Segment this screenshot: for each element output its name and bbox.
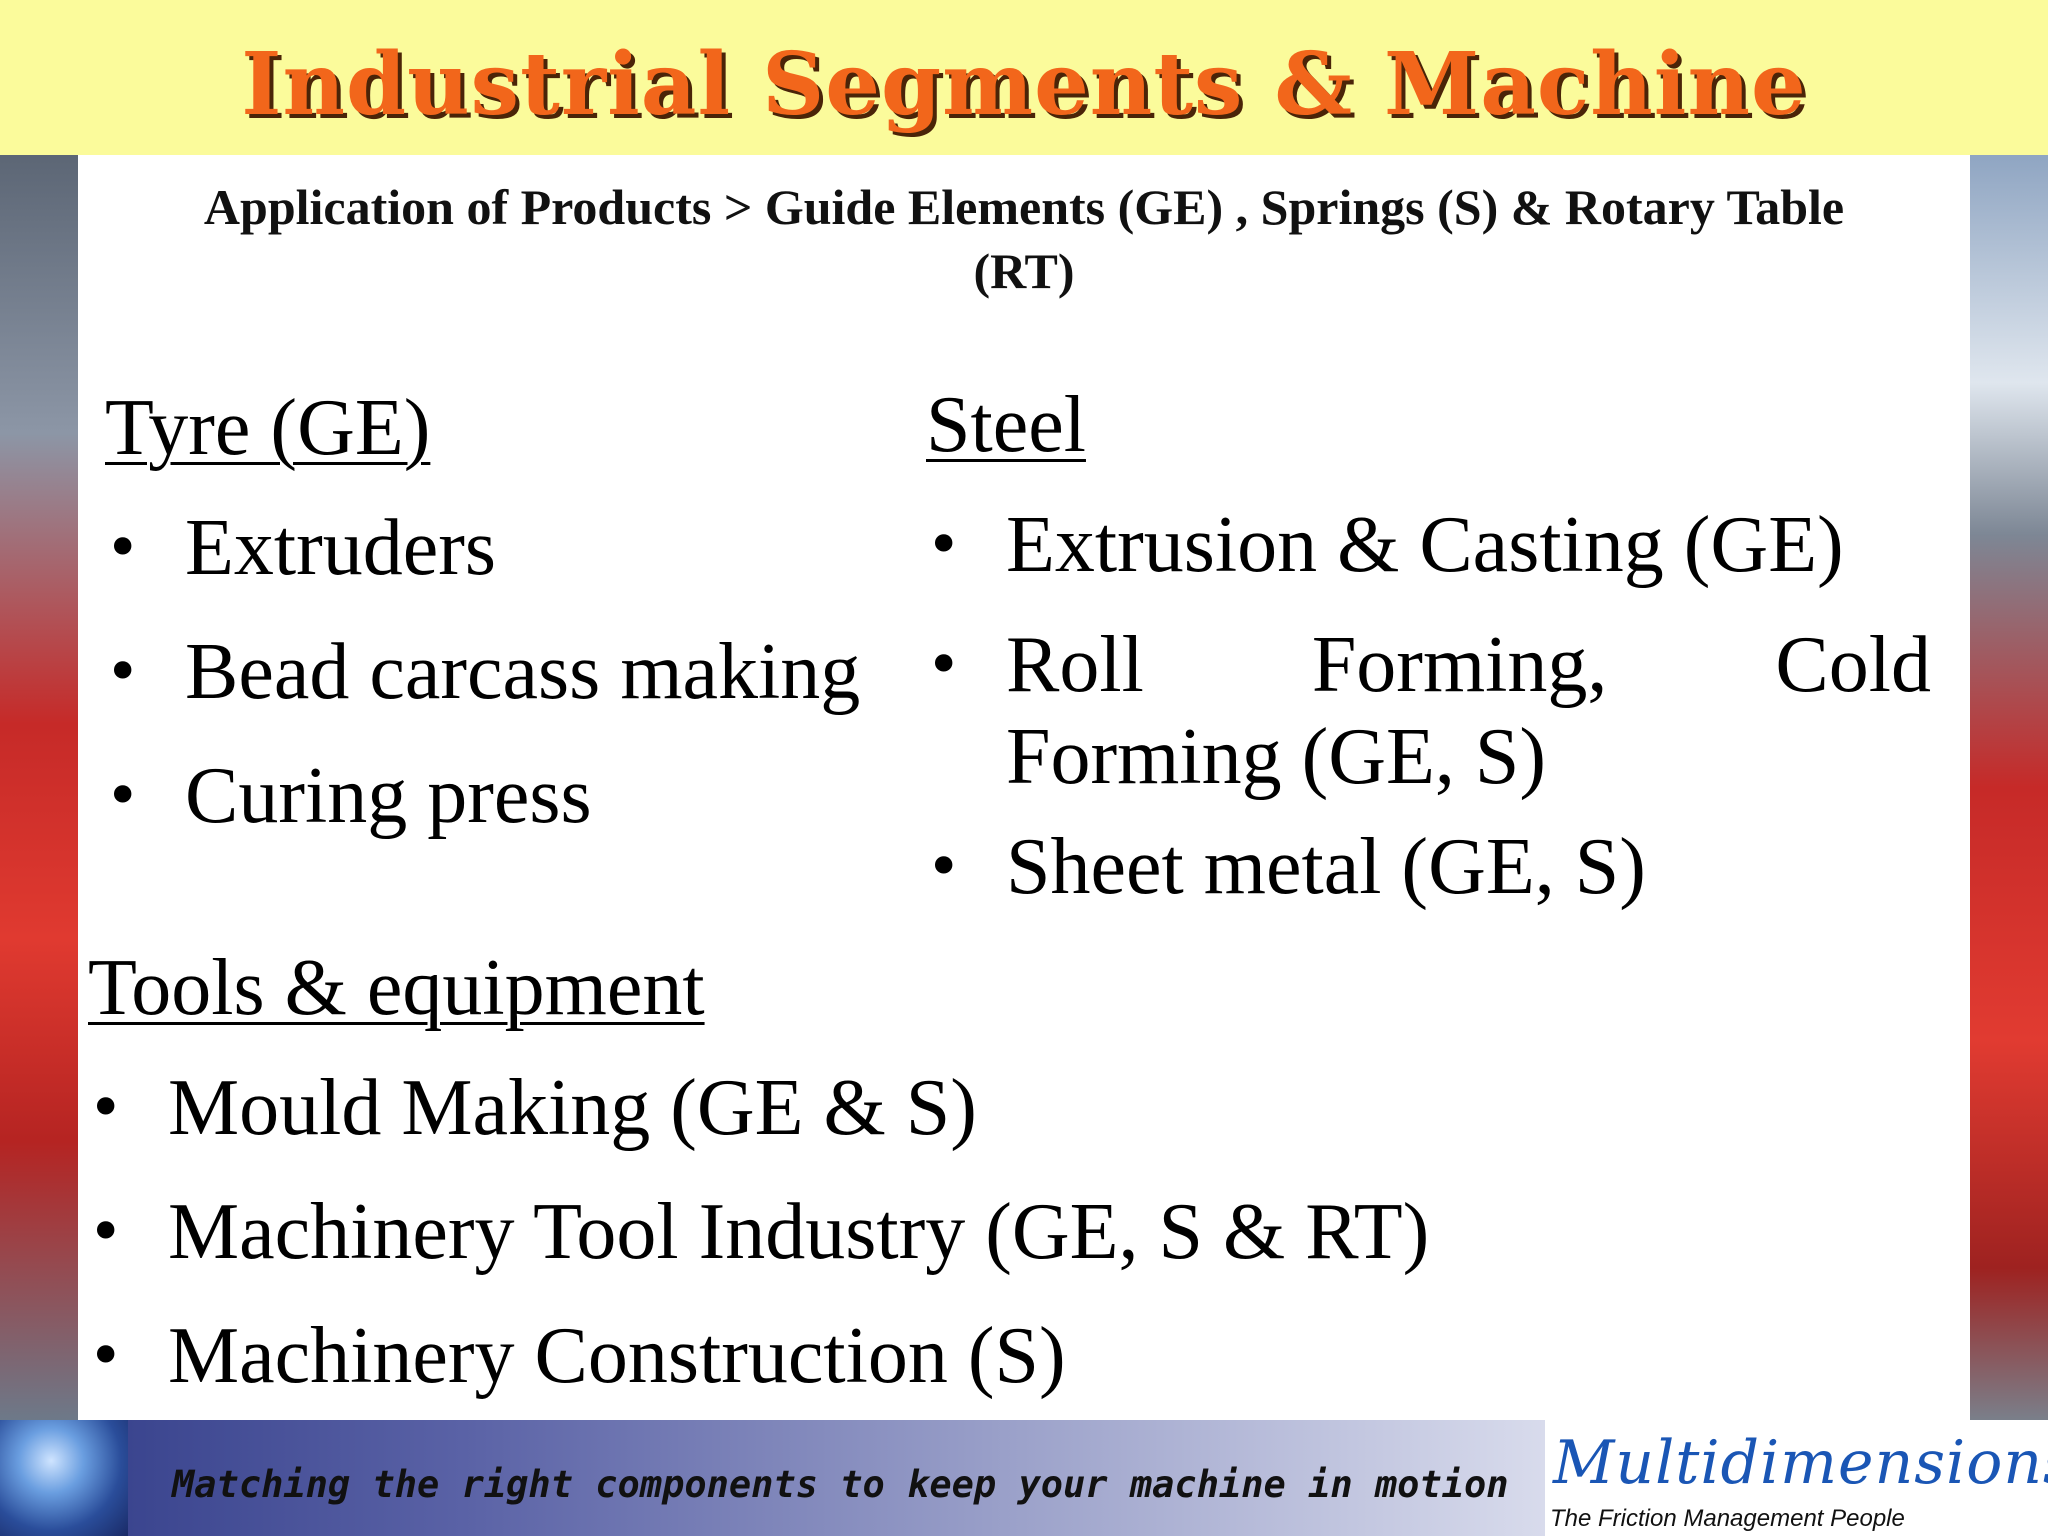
bullet-icon: •	[105, 513, 141, 583]
list-item: •Curing press	[105, 748, 965, 844]
bullet-icon: •	[926, 832, 962, 902]
title-band: Industrial Segments & Machine Applicatio…	[0, 0, 2048, 245]
steel-list: •Extrusion & Casting (GE) • Roll Forming…	[926, 497, 1936, 939]
steel-item-2-line-2: Forming (GE, S)	[1006, 713, 1546, 801]
bullet-icon: •	[88, 1321, 124, 1391]
bullet-icon: •	[926, 630, 962, 700]
subtitle-line-2: (RT)	[973, 243, 1075, 299]
list-item: • Roll Forming, Cold Forming (GE, S)	[926, 617, 1936, 805]
footer: Matching the right components to keep yo…	[0, 1420, 2048, 1536]
logo-subtitle: The Friction Management People	[1550, 1505, 1905, 1532]
subtitle-line-1: Application of Products > Guide Elements…	[203, 179, 1845, 235]
bullet-icon: •	[105, 761, 141, 831]
company-logo: Multidimensions The Friction Management …	[1545, 1420, 2048, 1536]
list-item: •Extrusion & Casting (GE)	[926, 497, 1936, 593]
globe-icon	[0, 1420, 128, 1536]
steel-item-2-line-1: Roll Forming, Cold	[1006, 621, 1931, 709]
footer-band: Matching the right components to keep yo…	[0, 1420, 1545, 1536]
tools-heading: Tools & equipment	[88, 944, 705, 1032]
tyre-list: •Extruders •Bead carcass making •Curing …	[105, 500, 965, 872]
slide-content: Application of Products > Guide Elements…	[78, 155, 1970, 1420]
subtitle: Application of Products > Guide Elements…	[98, 175, 1950, 303]
bullet-icon: •	[88, 1073, 124, 1143]
list-item: •Bead carcass making	[105, 624, 965, 720]
tools-list: •Mould Making (GE & S) •Machinery Tool I…	[88, 1060, 1788, 1432]
list-item: •Mould Making (GE & S)	[88, 1060, 1788, 1156]
right-decorative-panel	[1970, 155, 2048, 1420]
list-item: •Sheet metal (GE, S)	[926, 819, 1936, 915]
bullet-icon: •	[926, 510, 962, 580]
list-item: •Machinery Construction (S)	[88, 1308, 1788, 1404]
tyre-heading: Tyre (GE)	[105, 384, 431, 472]
logo-text: Multidimensions	[1553, 1428, 2048, 1498]
footer-tagline: Matching the right components to keep yo…	[172, 1463, 1509, 1506]
bullet-icon: •	[105, 637, 141, 707]
left-decorative-panel	[0, 155, 78, 1420]
bullet-icon: •	[88, 1197, 124, 1267]
steel-heading: Steel	[926, 381, 1086, 469]
list-item: •Extruders	[105, 500, 965, 596]
list-item: •Machinery Tool Industry (GE, S & RT)	[88, 1184, 1788, 1280]
